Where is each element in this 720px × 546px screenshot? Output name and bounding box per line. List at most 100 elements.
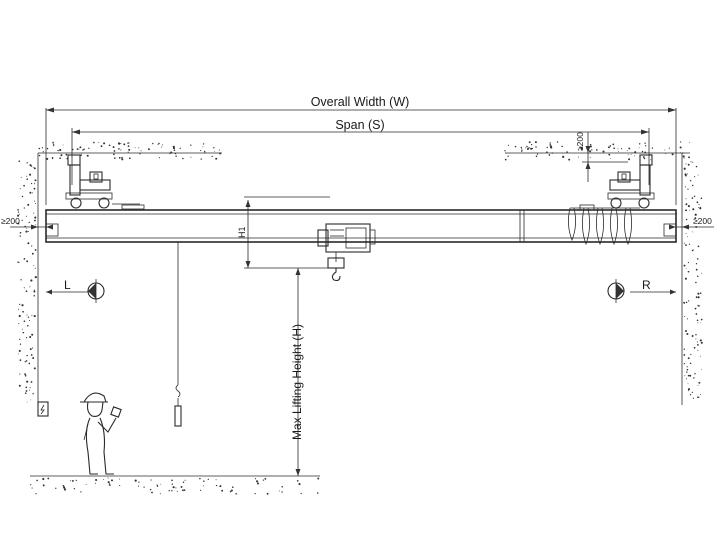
festoon-cable	[568, 204, 640, 246]
concrete-speckle	[684, 316, 686, 317]
concrete-speckle	[128, 148, 131, 151]
concrete-speckle	[644, 142, 646, 144]
concrete-speckle	[31, 315, 33, 317]
concrete-speckle	[687, 205, 690, 208]
concrete-speckle	[42, 151, 44, 153]
concrete-speckle	[694, 217, 697, 220]
concrete-speckle	[531, 147, 534, 150]
concrete-speckle	[18, 213, 20, 215]
concrete-speckle	[200, 149, 202, 152]
concrete-speckle	[18, 384, 21, 387]
concrete-speckle	[19, 188, 21, 190]
concrete-speckle	[41, 147, 44, 149]
concrete-speckle	[151, 491, 153, 494]
concrete-speckle	[202, 143, 205, 145]
concrete-speckle	[697, 322, 699, 324]
concrete-speckle	[691, 197, 694, 199]
concrete-speckle	[521, 149, 523, 151]
concrete-speckle	[219, 485, 222, 488]
concrete-speckle	[118, 478, 120, 480]
concrete-speckle	[33, 212, 35, 214]
concrete-speckle	[577, 156, 579, 158]
concrete-speckle	[505, 152, 507, 154]
concrete-speckle	[215, 157, 218, 160]
concrete-speckle	[591, 149, 593, 151]
concrete-speckle	[679, 146, 682, 149]
concrete-speckle	[98, 142, 100, 143]
concrete-speckle	[88, 147, 90, 149]
concrete-speckle	[699, 339, 702, 342]
concrete-speckle	[17, 222, 20, 225]
concrete-speckle	[691, 184, 694, 187]
concrete-speckle	[685, 301, 688, 304]
concrete-speckle	[103, 479, 105, 481]
concrete-speckle	[504, 150, 506, 152]
concrete-speckle	[684, 375, 686, 377]
concrete-speckle	[688, 209, 690, 211]
concrete-speckle	[38, 154, 41, 157]
concrete-speckle	[296, 479, 299, 482]
concrete-speckle	[35, 224, 37, 226]
concrete-speckle	[686, 318, 688, 320]
concrete-speckle	[52, 158, 54, 160]
concrete-speckle	[690, 161, 692, 163]
concrete-speckle	[207, 478, 209, 481]
concrete-speckle	[34, 267, 36, 269]
overall-width-label: Overall Width (W)	[311, 95, 410, 109]
concrete-speckle	[18, 349, 21, 352]
concrete-speckle	[26, 314, 28, 316]
concrete-speckle	[521, 150, 523, 152]
concrete-speckle	[94, 482, 96, 484]
concrete-speckle	[211, 155, 213, 158]
concrete-speckle	[699, 206, 702, 209]
concrete-speckle	[95, 478, 98, 482]
main-girder	[45, 209, 677, 243]
concrete-speckle	[671, 153, 674, 156]
end-truck-left	[65, 154, 145, 210]
concrete-speckle	[71, 479, 74, 482]
concrete-speckle	[530, 147, 533, 150]
concrete-speckle	[278, 490, 280, 492]
left-marker-label: L	[64, 278, 71, 292]
concrete-speckle	[645, 145, 647, 147]
concrete-speckle	[157, 143, 159, 145]
concrete-speckle	[589, 150, 592, 153]
concrete-speckle	[33, 187, 36, 190]
concrete-speckle	[161, 146, 163, 148]
concrete-speckle	[26, 178, 29, 181]
concrete-speckle	[535, 146, 537, 148]
concrete-speckle	[682, 155, 685, 158]
concrete-speckle	[697, 174, 699, 176]
concrete-speckle	[686, 173, 688, 175]
concrete-speckle	[20, 176, 22, 178]
concrete-speckle	[213, 147, 215, 149]
concrete-speckle	[22, 331, 25, 334]
concrete-speckle	[108, 144, 111, 147]
concrete-speckle	[668, 147, 670, 149]
concrete-speckle	[526, 148, 529, 150]
concrete-speckle	[158, 142, 160, 145]
concrete-speckle	[317, 477, 320, 480]
concrete-speckle	[549, 143, 552, 145]
concrete-speckle	[28, 319, 31, 321]
concrete-speckle	[80, 153, 82, 155]
concrete-speckle	[683, 157, 685, 159]
concrete-speckle	[76, 148, 79, 150]
concrete-speckle	[25, 390, 28, 392]
concrete-speckle	[119, 485, 121, 487]
concrete-speckle	[147, 148, 150, 151]
concrete-speckle	[79, 146, 82, 149]
concrete-speckle	[181, 489, 184, 492]
concrete-speckle	[204, 150, 206, 153]
concrete-speckle	[28, 362, 31, 365]
h1-label: H1	[237, 226, 247, 238]
concrete-speckle	[202, 146, 204, 148]
concrete-speckle	[525, 147, 527, 149]
concrete-speckle	[514, 145, 517, 148]
concrete-speckle	[596, 149, 598, 151]
ceiling-right	[504, 141, 691, 161]
right-clearance-label: ≥200	[693, 216, 712, 226]
concrete-speckle	[25, 386, 28, 389]
